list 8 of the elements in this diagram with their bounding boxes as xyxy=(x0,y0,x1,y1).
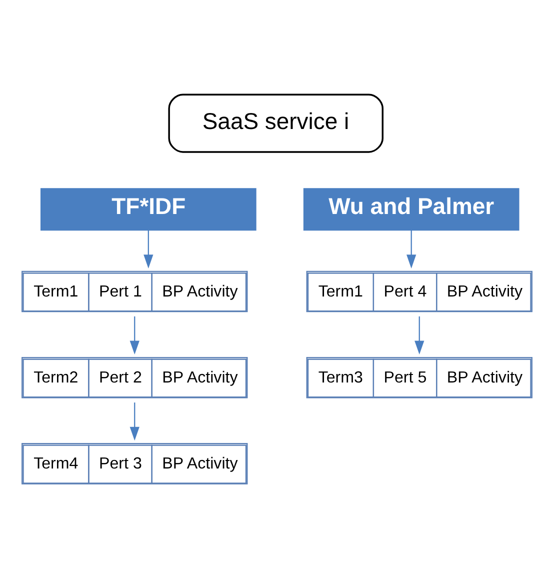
node-box: SaaS service i xyxy=(168,94,384,153)
node-box: Wu and Palmer xyxy=(303,188,520,231)
arrow xyxy=(130,316,140,354)
arrow xyxy=(130,402,140,441)
arrow xyxy=(414,316,424,354)
arrow xyxy=(144,230,154,268)
node-box: TF*IDF xyxy=(40,188,256,231)
arrow xyxy=(406,230,416,268)
